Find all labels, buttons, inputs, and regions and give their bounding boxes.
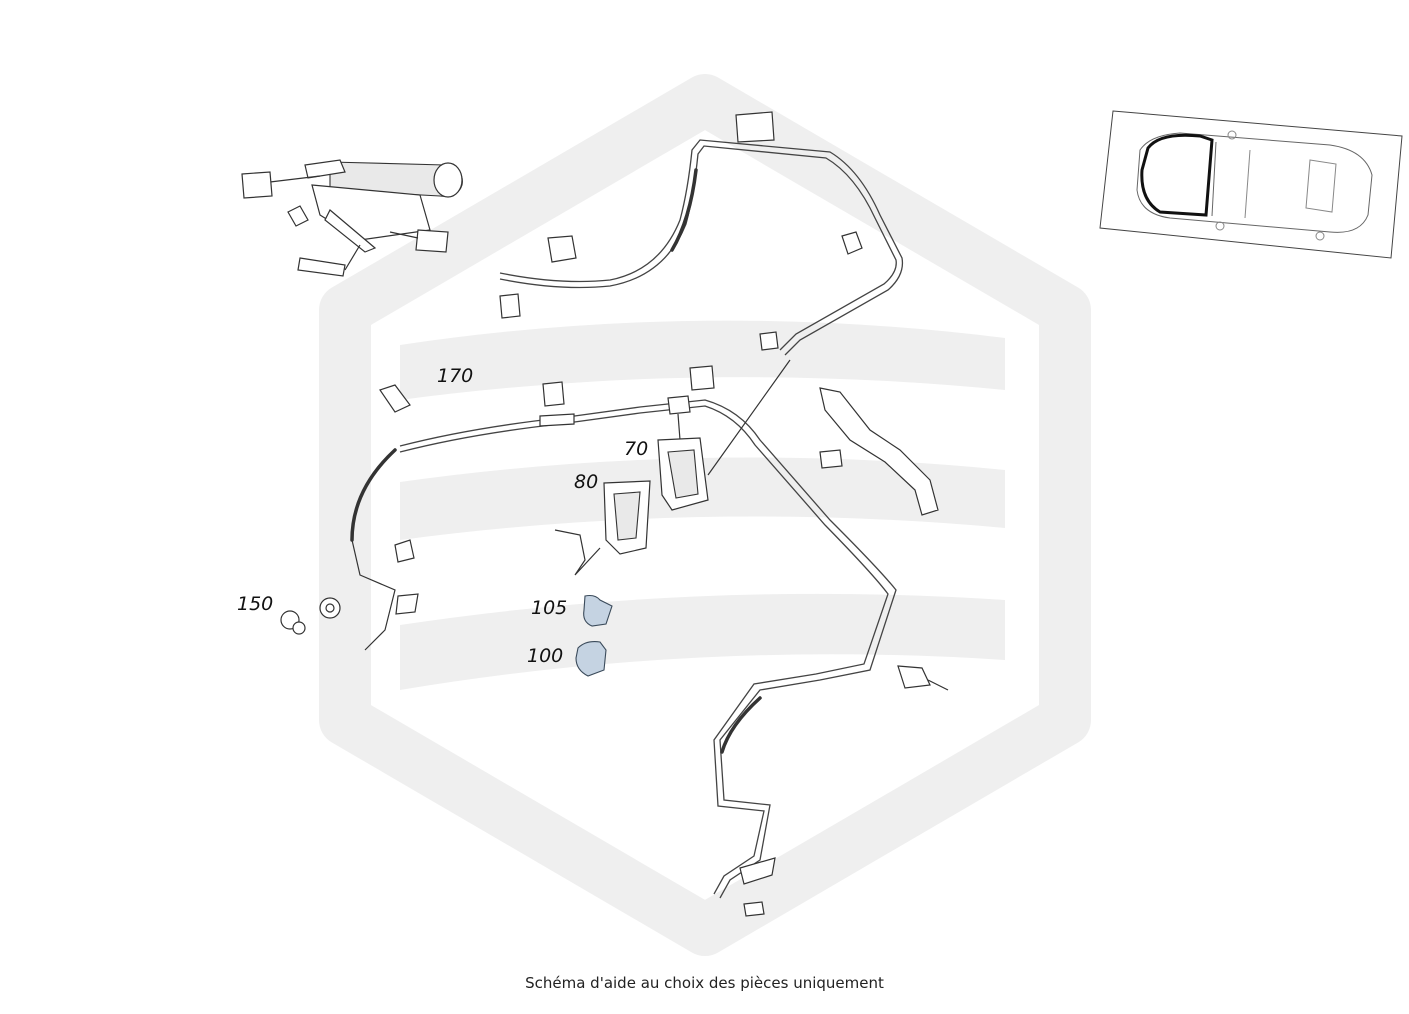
washer-nozzles bbox=[554, 437, 709, 576]
linkage-bracket bbox=[819, 387, 939, 516]
clip-100 bbox=[575, 641, 607, 677]
diagram-disclaimer: Schéma d'aide au choix des pièces unique… bbox=[525, 974, 884, 992]
watermark-logo bbox=[319, 74, 1091, 956]
part-label-80: 80 bbox=[574, 471, 598, 493]
upper-hose bbox=[499, 111, 904, 356]
part-label-150: 150 bbox=[237, 593, 273, 615]
part-label-100: 100 bbox=[527, 645, 563, 667]
vehicle-location-inset bbox=[1099, 110, 1403, 259]
part-label-170: 170 bbox=[437, 365, 473, 387]
part-150-fasteners bbox=[280, 597, 341, 635]
part-label-105: 105 bbox=[531, 597, 567, 619]
clip-105 bbox=[583, 594, 613, 627]
washer-pump-assembly bbox=[241, 159, 463, 277]
part-label-70: 70 bbox=[624, 438, 648, 460]
middle-hose bbox=[350, 359, 949, 917]
